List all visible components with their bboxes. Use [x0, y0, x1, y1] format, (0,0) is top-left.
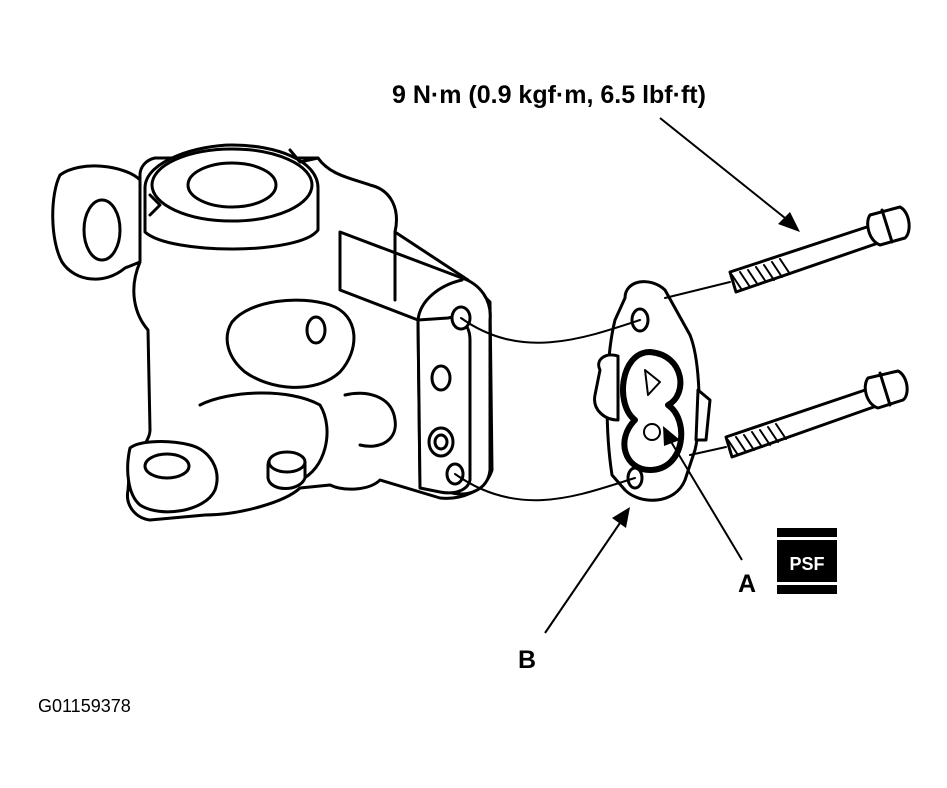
psf-badge-text: PSF [789, 554, 824, 574]
gasket-plate [593, 280, 712, 502]
pump-body [51, 143, 494, 522]
callout-a-arrow [663, 426, 743, 561]
psf-fluid-icon: PSF [777, 528, 837, 594]
torque-leader-arrow [659, 117, 800, 232]
torque-spec-label: 9 N·m (0.9 kgf·m, 6.5 lbf·ft) [392, 81, 706, 109]
alignment-lines [454, 281, 731, 502]
callout-a-label: A [738, 570, 756, 598]
callout-b-label: B [518, 646, 536, 674]
figure-id: G01159378 [38, 696, 131, 716]
bolt-lower [724, 369, 909, 459]
bolt-upper [728, 205, 911, 294]
callout-b-arrow [544, 507, 630, 634]
